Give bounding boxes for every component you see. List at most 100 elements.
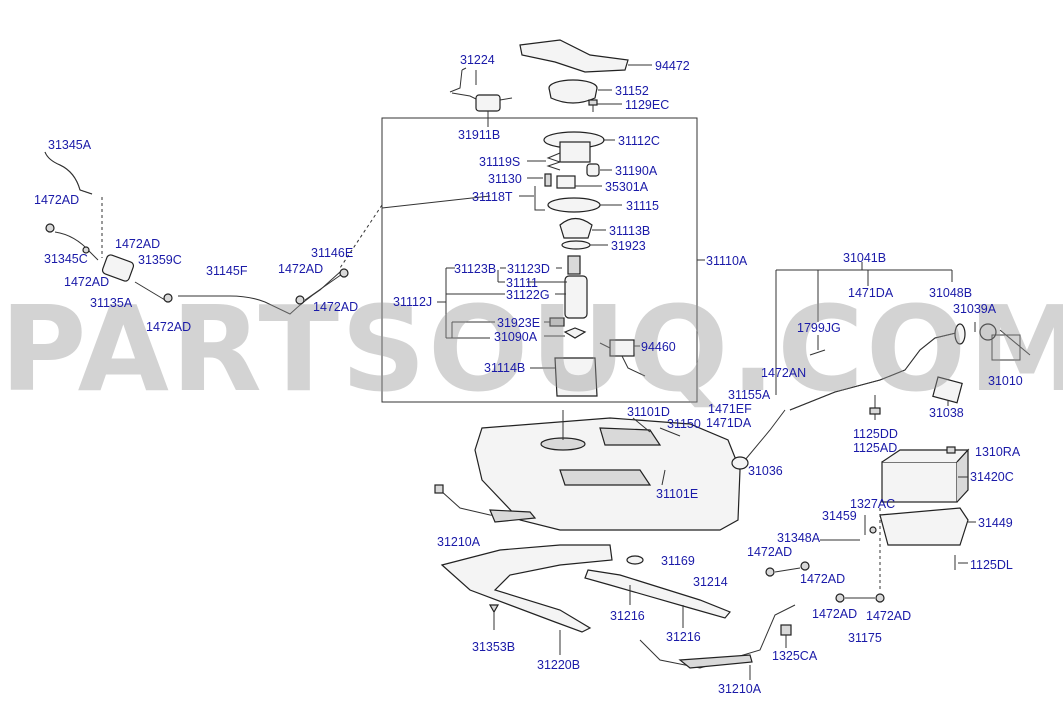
label-31130[interactable]: 31130 [488,172,522,186]
part-31130 [544,173,552,187]
label-31110A[interactable]: 31110A [706,254,748,268]
hose-31036 [744,409,786,461]
label-1125AD[interactable]: 1125AD [853,441,898,455]
label-31210A-a[interactable]: 31210A [437,535,481,549]
label-31113B[interactable]: 31113B [609,224,651,238]
label-1327AC[interactable]: 1327AC [850,497,896,511]
label-31169[interactable]: 31169 [661,554,695,568]
label-31101E[interactable]: 31101E [656,487,699,501]
label-1310RA[interactable]: 1310RA [975,445,1021,459]
sender-94460 [599,339,646,377]
label-1129EC[interactable]: 1129EC [625,98,670,112]
label-31090A[interactable]: 31090A [494,330,538,344]
label-31122G[interactable]: 31122G [506,288,550,302]
label-1325CA[interactable]: 1325CA [772,649,818,663]
label-31348A[interactable]: 31348A [777,531,821,545]
label-31039A[interactable]: 31039A [953,302,997,316]
label-94472[interactable]: 94472 [655,59,690,73]
label-31923[interactable]: 31923 [611,239,646,253]
label-1471DA-a[interactable]: 1471DA [848,286,894,300]
reservoir-31114B [530,357,598,397]
label-31459[interactable]: 31459 [822,509,857,523]
label-1125DD[interactable]: 1125DD [853,427,898,441]
label-31345A[interactable]: 31345A [48,138,92,152]
label-31155A[interactable]: 31155A [728,388,771,402]
label-31118T[interactable]: 31118T [472,190,513,204]
label-31041B[interactable]: 31041B [843,251,887,265]
bolt-1129EC [588,99,622,112]
label-31345C[interactable]: 31345C [44,252,88,266]
label-31123B[interactable]: 31123B [454,262,497,276]
label-31420C[interactable]: 31420C [970,470,1014,484]
label-31224[interactable]: 31224 [460,53,495,67]
pump-motor-31111 [564,255,588,319]
label-31923E[interactable]: 31923E [497,316,541,330]
label-31449[interactable]: 31449 [978,516,1013,530]
plate-31214 [584,569,731,619]
filter-31135A [82,246,135,282]
label-31111[interactable]: 31111 [506,276,538,290]
label-1472AD-g[interactable]: 1472AD [747,545,793,559]
group-bracket-31041B [775,262,953,395]
label-31123D[interactable]: 31123D [507,262,550,276]
label-1799JG[interactable]: 1799JG [797,321,841,335]
bracket-31113B [559,217,606,239]
label-31216-a[interactable]: 31216 [610,609,645,623]
label-31150[interactable]: 31150 [667,417,701,431]
label-31115[interactable]: 31115 [626,199,659,213]
label-31210A-b[interactable]: 31210A [718,682,762,696]
label-31911B[interactable]: 31911B [458,128,501,142]
clip-31353B [488,604,500,614]
label-31214[interactable]: 31214 [693,575,728,589]
label-1472AD-f[interactable]: 1472AD [146,320,192,334]
pump-flange-31112C [543,131,615,163]
label-1472AD-i[interactable]: 1472AD [812,607,858,621]
protector-31220B [440,544,613,633]
sender-35301A [556,175,602,189]
label-31220B[interactable]: 31220B [537,658,581,672]
hose-31146E [304,271,346,301]
label-31353B[interactable]: 31353B [472,640,516,654]
canister-31420C [881,448,970,503]
label-31190A[interactable]: 31190A [615,164,658,178]
label-31048B[interactable]: 31048B [929,286,973,300]
label-31038[interactable]: 31038 [929,406,964,420]
filler-neck-31010 [789,322,1031,411]
label-1472AD-d[interactable]: 1472AD [278,262,324,276]
label-1471DA-b[interactable]: 1471DA [706,416,752,430]
hose-31345A [44,151,103,258]
label-1472AD-h[interactable]: 1472AD [800,572,846,586]
clip-1799JG [809,349,826,356]
label-31359C[interactable]: 31359C [138,253,182,267]
label-1471EF[interactable]: 1471EF [708,402,752,416]
label-31135A[interactable]: 31135A [90,296,133,310]
label-35301A[interactable]: 35301A [605,180,649,194]
label-1472AD-e[interactable]: 1472AD [313,300,359,314]
tube-31118T [534,186,545,211]
label-31145F[interactable]: 31145F [206,264,248,278]
label-31119S[interactable]: 31119S [479,155,521,169]
label-1472AD-j[interactable]: 1472AD [866,609,912,623]
label-31112C[interactable]: 31112C [618,134,660,148]
label-31036[interactable]: 31036 [748,464,783,478]
nut-1310RA [946,446,956,454]
label-1472AD-a[interactable]: 1472AD [34,193,80,207]
label-31146E[interactable]: 31146E [311,246,354,260]
gasket-31115 [547,197,622,213]
label-31152[interactable]: 31152 [615,84,649,98]
bracket-31449 [879,507,976,546]
label-31114B[interactable]: 31114B [484,361,526,375]
label-31112J[interactable]: 31112J [393,295,433,309]
fuel-tank-31150 [474,410,741,531]
label-1472AD-c[interactable]: 1472AD [64,275,110,289]
label-31010[interactable]: 31010 [988,374,1023,388]
label-1472AD-b[interactable]: 1472AD [115,237,161,251]
label-1125DL[interactable]: 1125DL [970,558,1013,572]
label-31175[interactable]: 31175 [848,631,882,645]
hose-31348A [774,567,801,573]
label-94460[interactable]: 94460 [641,340,676,354]
label-31216-b[interactable]: 31216 [666,630,701,644]
label-1472AN[interactable]: 1472AN [761,366,807,380]
label-31101D[interactable]: 31101D [627,405,670,419]
